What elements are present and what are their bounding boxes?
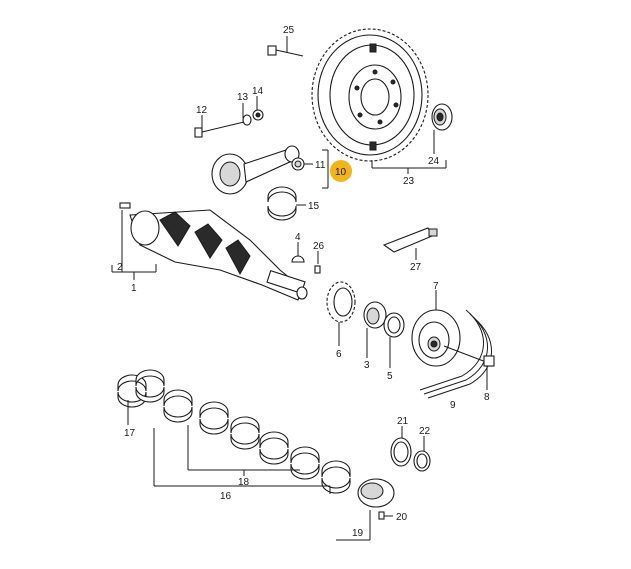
label-19[interactable]: 19 [352, 528, 364, 539]
highlight-marker [330, 160, 352, 182]
pilot-bearing[interactable] [431, 103, 453, 131]
bearing-pin[interactable] [378, 511, 385, 520]
main-bearing-shells[interactable] [117, 369, 351, 494]
label-11[interactable]: 11 [315, 160, 326, 171]
label-15[interactable]: 15 [308, 201, 320, 212]
label-10[interactable]: 10 [335, 167, 347, 178]
connecting-rod[interactable] [211, 145, 300, 195]
leader-lines [111, 36, 488, 541]
label-17[interactable]: 17 [124, 428, 136, 439]
locating-pin[interactable] [314, 265, 321, 274]
label-5[interactable]: 5 [387, 371, 393, 382]
label-25[interactable]: 25 [283, 25, 295, 36]
crank-gear[interactable] [326, 281, 356, 323]
label-14[interactable]: 14 [252, 86, 264, 97]
label-13[interactable]: 13 [237, 92, 249, 103]
flywheel-bolt[interactable] [267, 45, 304, 57]
label-20[interactable]: 20 [396, 512, 408, 523]
rod-washer[interactable] [252, 109, 264, 121]
rod-bolt[interactable] [194, 121, 245, 138]
thrust-bearing[interactable] [357, 478, 395, 508]
label-22[interactable]: 22 [419, 426, 431, 437]
rod-bearing-shells[interactable] [267, 186, 297, 221]
crankshaft[interactable] [129, 209, 308, 301]
callout-labels: 25 12 13 14 11 10 15 23 24 2 1 4 26 27 7… [117, 25, 490, 539]
pulley-bolt[interactable] [443, 345, 495, 367]
small-end-bushing[interactable] [291, 157, 305, 171]
label-3[interactable]: 3 [364, 360, 370, 371]
label-1[interactable]: 1 [131, 283, 137, 294]
seal-ring-large[interactable] [390, 437, 412, 467]
label-23[interactable]: 23 [403, 176, 415, 187]
label-26[interactable]: 26 [313, 241, 325, 252]
woodruff-key[interactable] [291, 255, 305, 263]
label-8[interactable]: 8 [484, 392, 490, 403]
rod-nut[interactable] [242, 114, 252, 126]
label-6[interactable]: 6 [336, 349, 342, 360]
seal-ring-small[interactable] [413, 450, 431, 472]
dowel-pin[interactable] [119, 202, 131, 209]
label-18[interactable]: 18 [238, 477, 250, 488]
sealant-tube[interactable] [382, 227, 438, 253]
label-12[interactable]: 12 [196, 105, 208, 116]
flywheel[interactable] [311, 28, 429, 162]
label-4[interactable]: 4 [295, 232, 301, 243]
label-9[interactable]: 9 [450, 400, 456, 411]
spacer-ring[interactable] [363, 301, 387, 329]
crank-pulley[interactable] [411, 309, 461, 367]
label-7[interactable]: 7 [433, 281, 439, 292]
label-24[interactable]: 24 [428, 156, 440, 167]
label-21[interactable]: 21 [397, 416, 409, 427]
front-seal[interactable] [383, 312, 405, 338]
label-27[interactable]: 27 [410, 262, 422, 273]
label-16[interactable]: 16 [220, 491, 232, 502]
label-2[interactable]: 2 [117, 262, 123, 273]
